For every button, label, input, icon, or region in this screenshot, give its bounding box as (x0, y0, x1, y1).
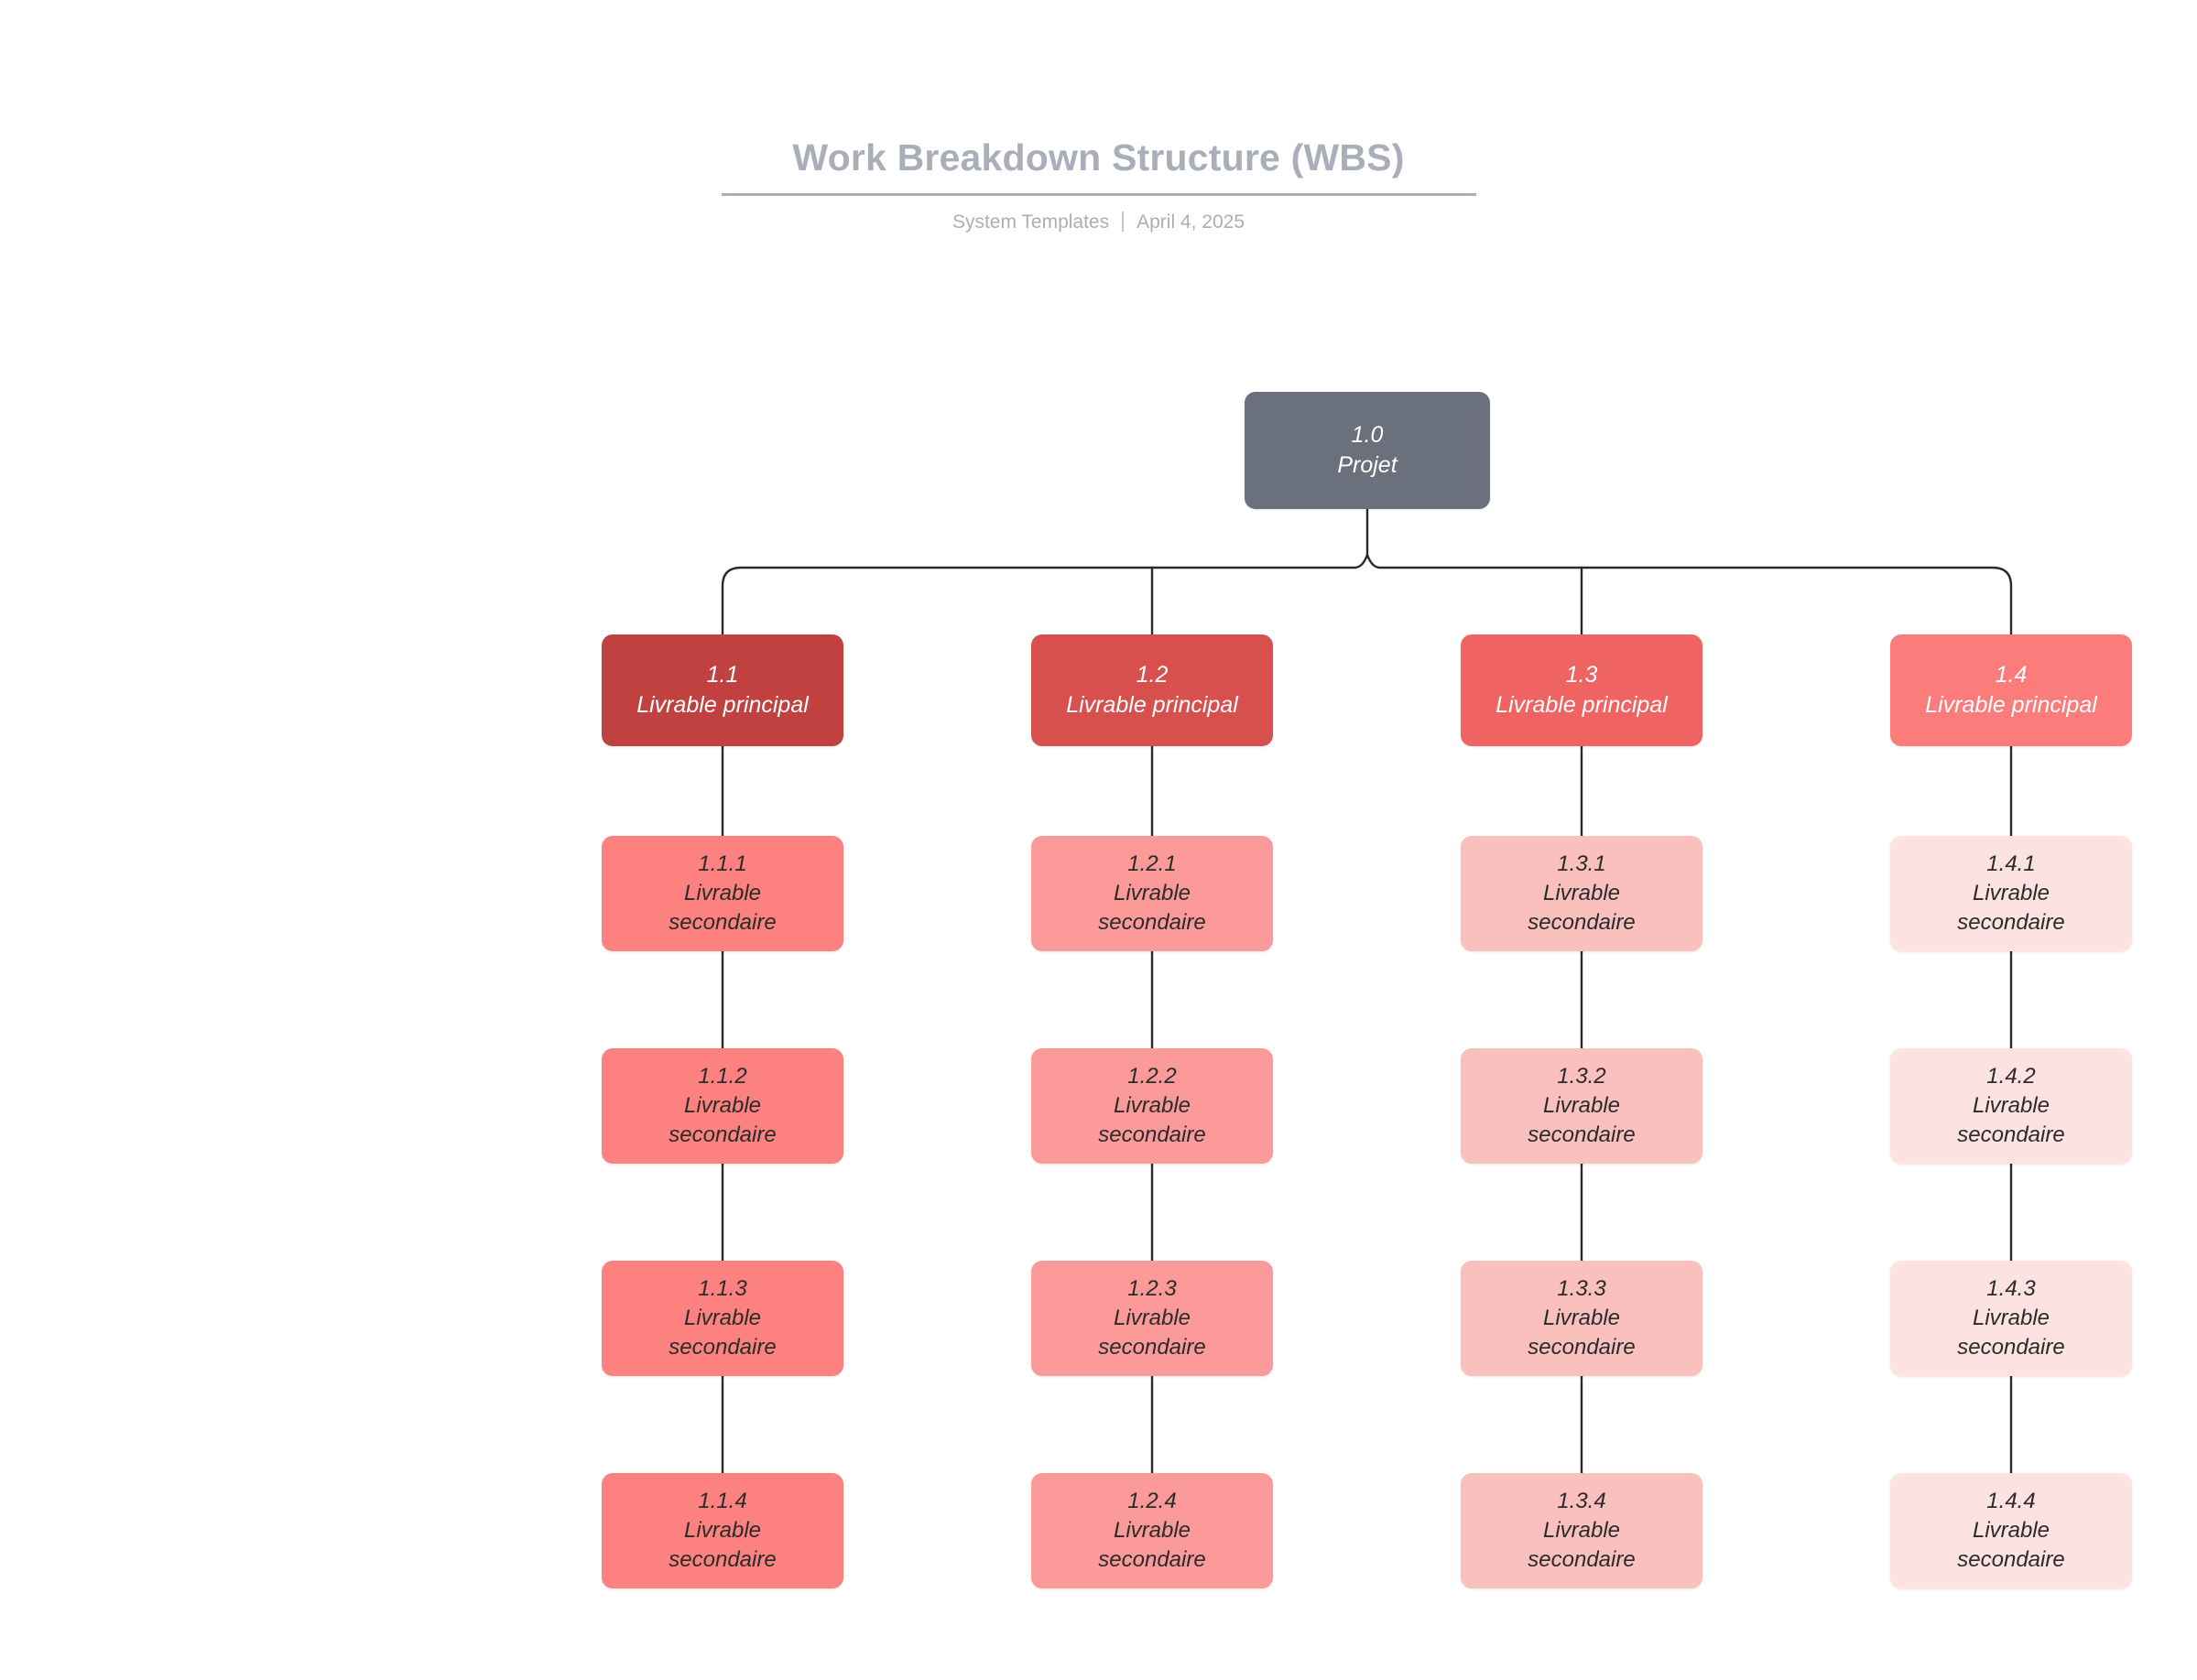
connector-bus-right (1365, 553, 2013, 636)
node-id: 1.3.1 (1557, 851, 1606, 877)
document-header: Work Breakdown Structure (WBS) System Te… (0, 136, 2197, 233)
node-label: Livrable secondaire (1957, 1306, 2065, 1360)
node-label: Projet (1337, 452, 1398, 478)
node-label: Livrable secondaire (1098, 1306, 1206, 1360)
node-label: Livrable secondaire (1957, 1093, 2065, 1147)
node-label: Livrable secondaire (1528, 1306, 1636, 1360)
node-id: 1.3.4 (1557, 1489, 1606, 1514)
node-id: 1.2.4 (1127, 1489, 1177, 1514)
node-id: 1.2.3 (1127, 1276, 1177, 1302)
node-id: 1.1.1 (698, 851, 747, 877)
node-id: 1.3.3 (1557, 1276, 1606, 1302)
node-label: Livrable secondaire (1098, 1093, 1206, 1147)
node-label: Livrable principal (636, 692, 809, 718)
node-id: 1.2.2 (1127, 1064, 1177, 1089)
node-label: Livrable secondaire (669, 1518, 777, 1572)
node-label: Livrable secondaire (1957, 1518, 2065, 1572)
node-id: 1.0 (1351, 422, 1384, 448)
node-id: 1.4.3 (1986, 1276, 2036, 1302)
node-label: Livrable secondaire (1098, 1518, 1206, 1572)
node-id: 1.3.2 (1557, 1064, 1606, 1089)
page-title: Work Breakdown Structure (WBS) (721, 136, 1476, 197)
subtitle-date: April 4, 2025 (1137, 211, 1245, 233)
node-id: 1.4 (1995, 662, 2028, 688)
node-id: 1.4.2 (1986, 1064, 2036, 1089)
node-id: 1.1 (706, 662, 739, 688)
node-id: 1.4.1 (1986, 851, 2036, 877)
node-id: 1.2.1 (1127, 851, 1177, 877)
node-id: 1.2 (1136, 662, 1169, 688)
node-label: Livrable secondaire (1528, 881, 1636, 935)
node-label: Livrable secondaire (669, 1093, 777, 1147)
node-id: 1.1.2 (698, 1064, 747, 1089)
connector-bus-left (721, 553, 1369, 636)
subtitle-source: System Templates (952, 211, 1110, 233)
node-label: Livrable secondaire (669, 1306, 777, 1360)
node-label: Livrable principal (1066, 692, 1238, 718)
node-label: Livrable secondaire (1098, 881, 1206, 935)
node-label: Livrable secondaire (1528, 1093, 1636, 1147)
node-label: Livrable principal (1925, 692, 2097, 718)
node-label: Livrable secondaire (1528, 1518, 1636, 1572)
node-id: 1.1.4 (698, 1489, 747, 1514)
node-label: Livrable principal (1495, 692, 1668, 718)
node-id: 1.4.4 (1986, 1489, 2036, 1514)
node-label: Livrable secondaire (669, 881, 777, 935)
node-label: Livrable secondaire (1957, 881, 2065, 935)
subtitle: System Templates April 4, 2025 (0, 211, 2197, 233)
subtitle-separator-icon (1122, 211, 1125, 233)
node-id: 1.3 (1565, 662, 1598, 688)
node-id: 1.1.3 (698, 1276, 747, 1302)
